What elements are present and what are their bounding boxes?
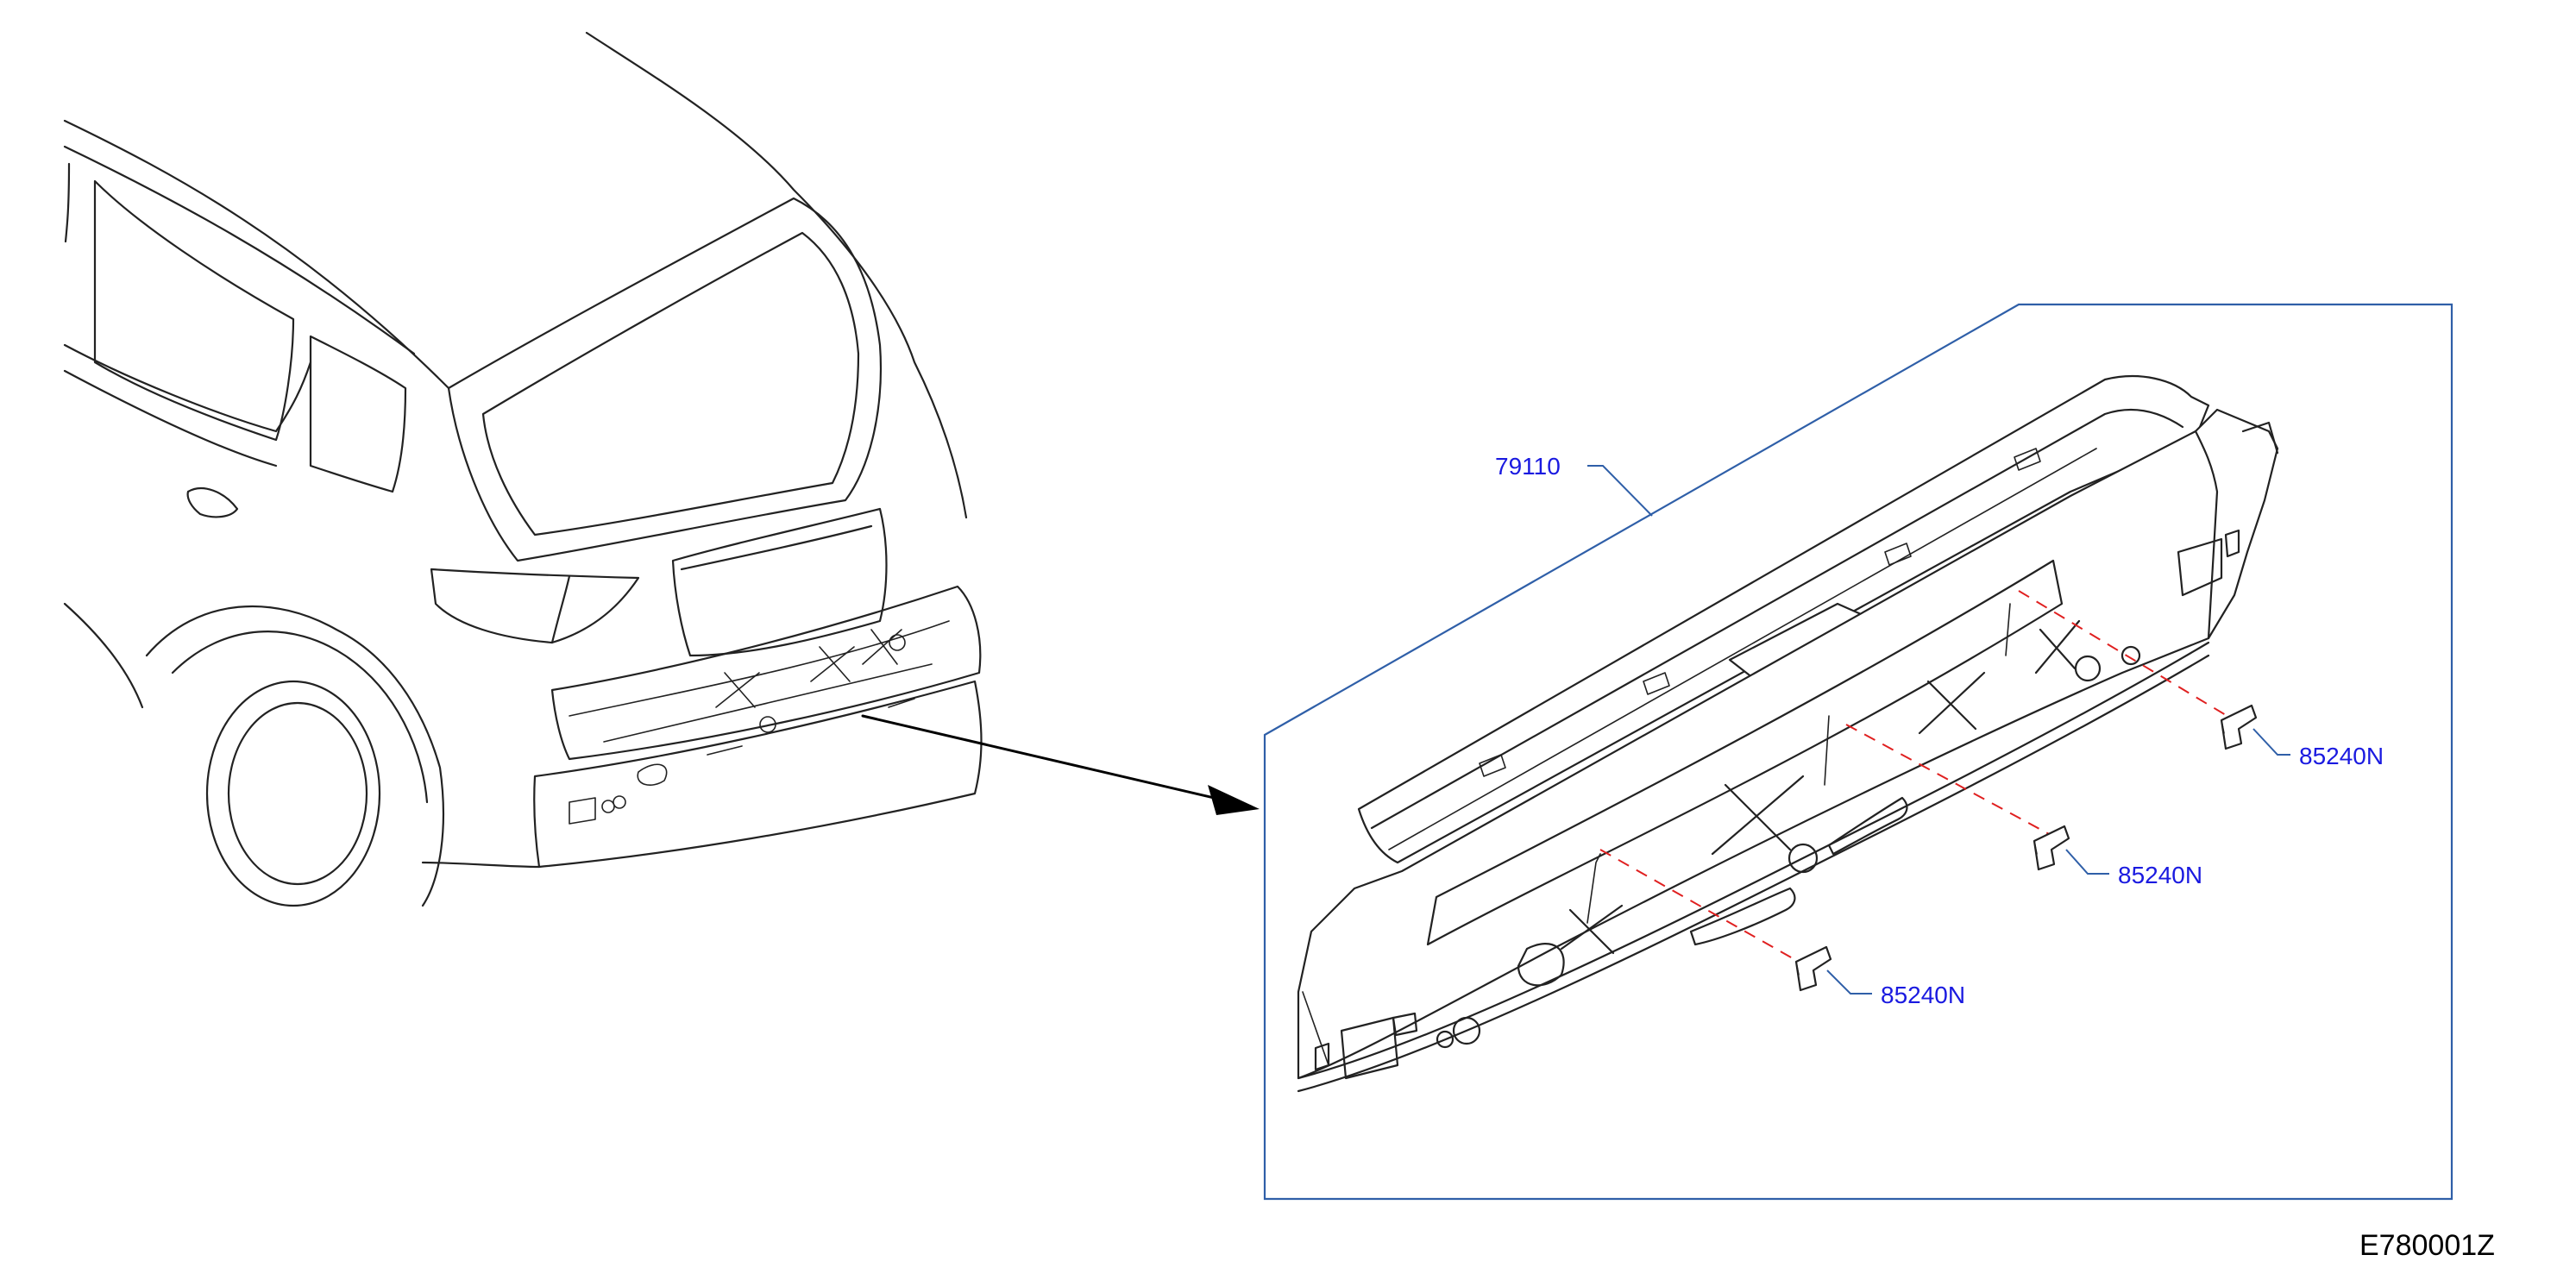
clip-85240n-middle xyxy=(2033,825,2070,871)
clip-85240n-left xyxy=(1794,945,1832,992)
callout-85240n-left: 85240N xyxy=(1881,982,1965,1008)
leader-79110 xyxy=(1587,465,1653,517)
rear-panel-79110 xyxy=(1297,374,2279,1093)
vehicle-rear-view xyxy=(63,31,1260,907)
detail-frame xyxy=(1263,303,2453,1201)
leader-85240n-right xyxy=(2252,728,2290,756)
clip-reference-line-left xyxy=(1599,849,1800,963)
callout-85240n-middle: 85240N xyxy=(2118,862,2202,888)
figure-code: E780001Z xyxy=(2359,1229,2495,1262)
callout-79110: 79110 xyxy=(1495,453,1561,480)
clip-reference-line-right xyxy=(2018,590,2235,721)
leader-85240n-left xyxy=(1826,969,1872,995)
callout-85240n-right: 85240N xyxy=(2299,743,2384,769)
clip-85240n-right xyxy=(2220,704,2258,750)
leader-85240n-middle xyxy=(2065,849,2109,875)
